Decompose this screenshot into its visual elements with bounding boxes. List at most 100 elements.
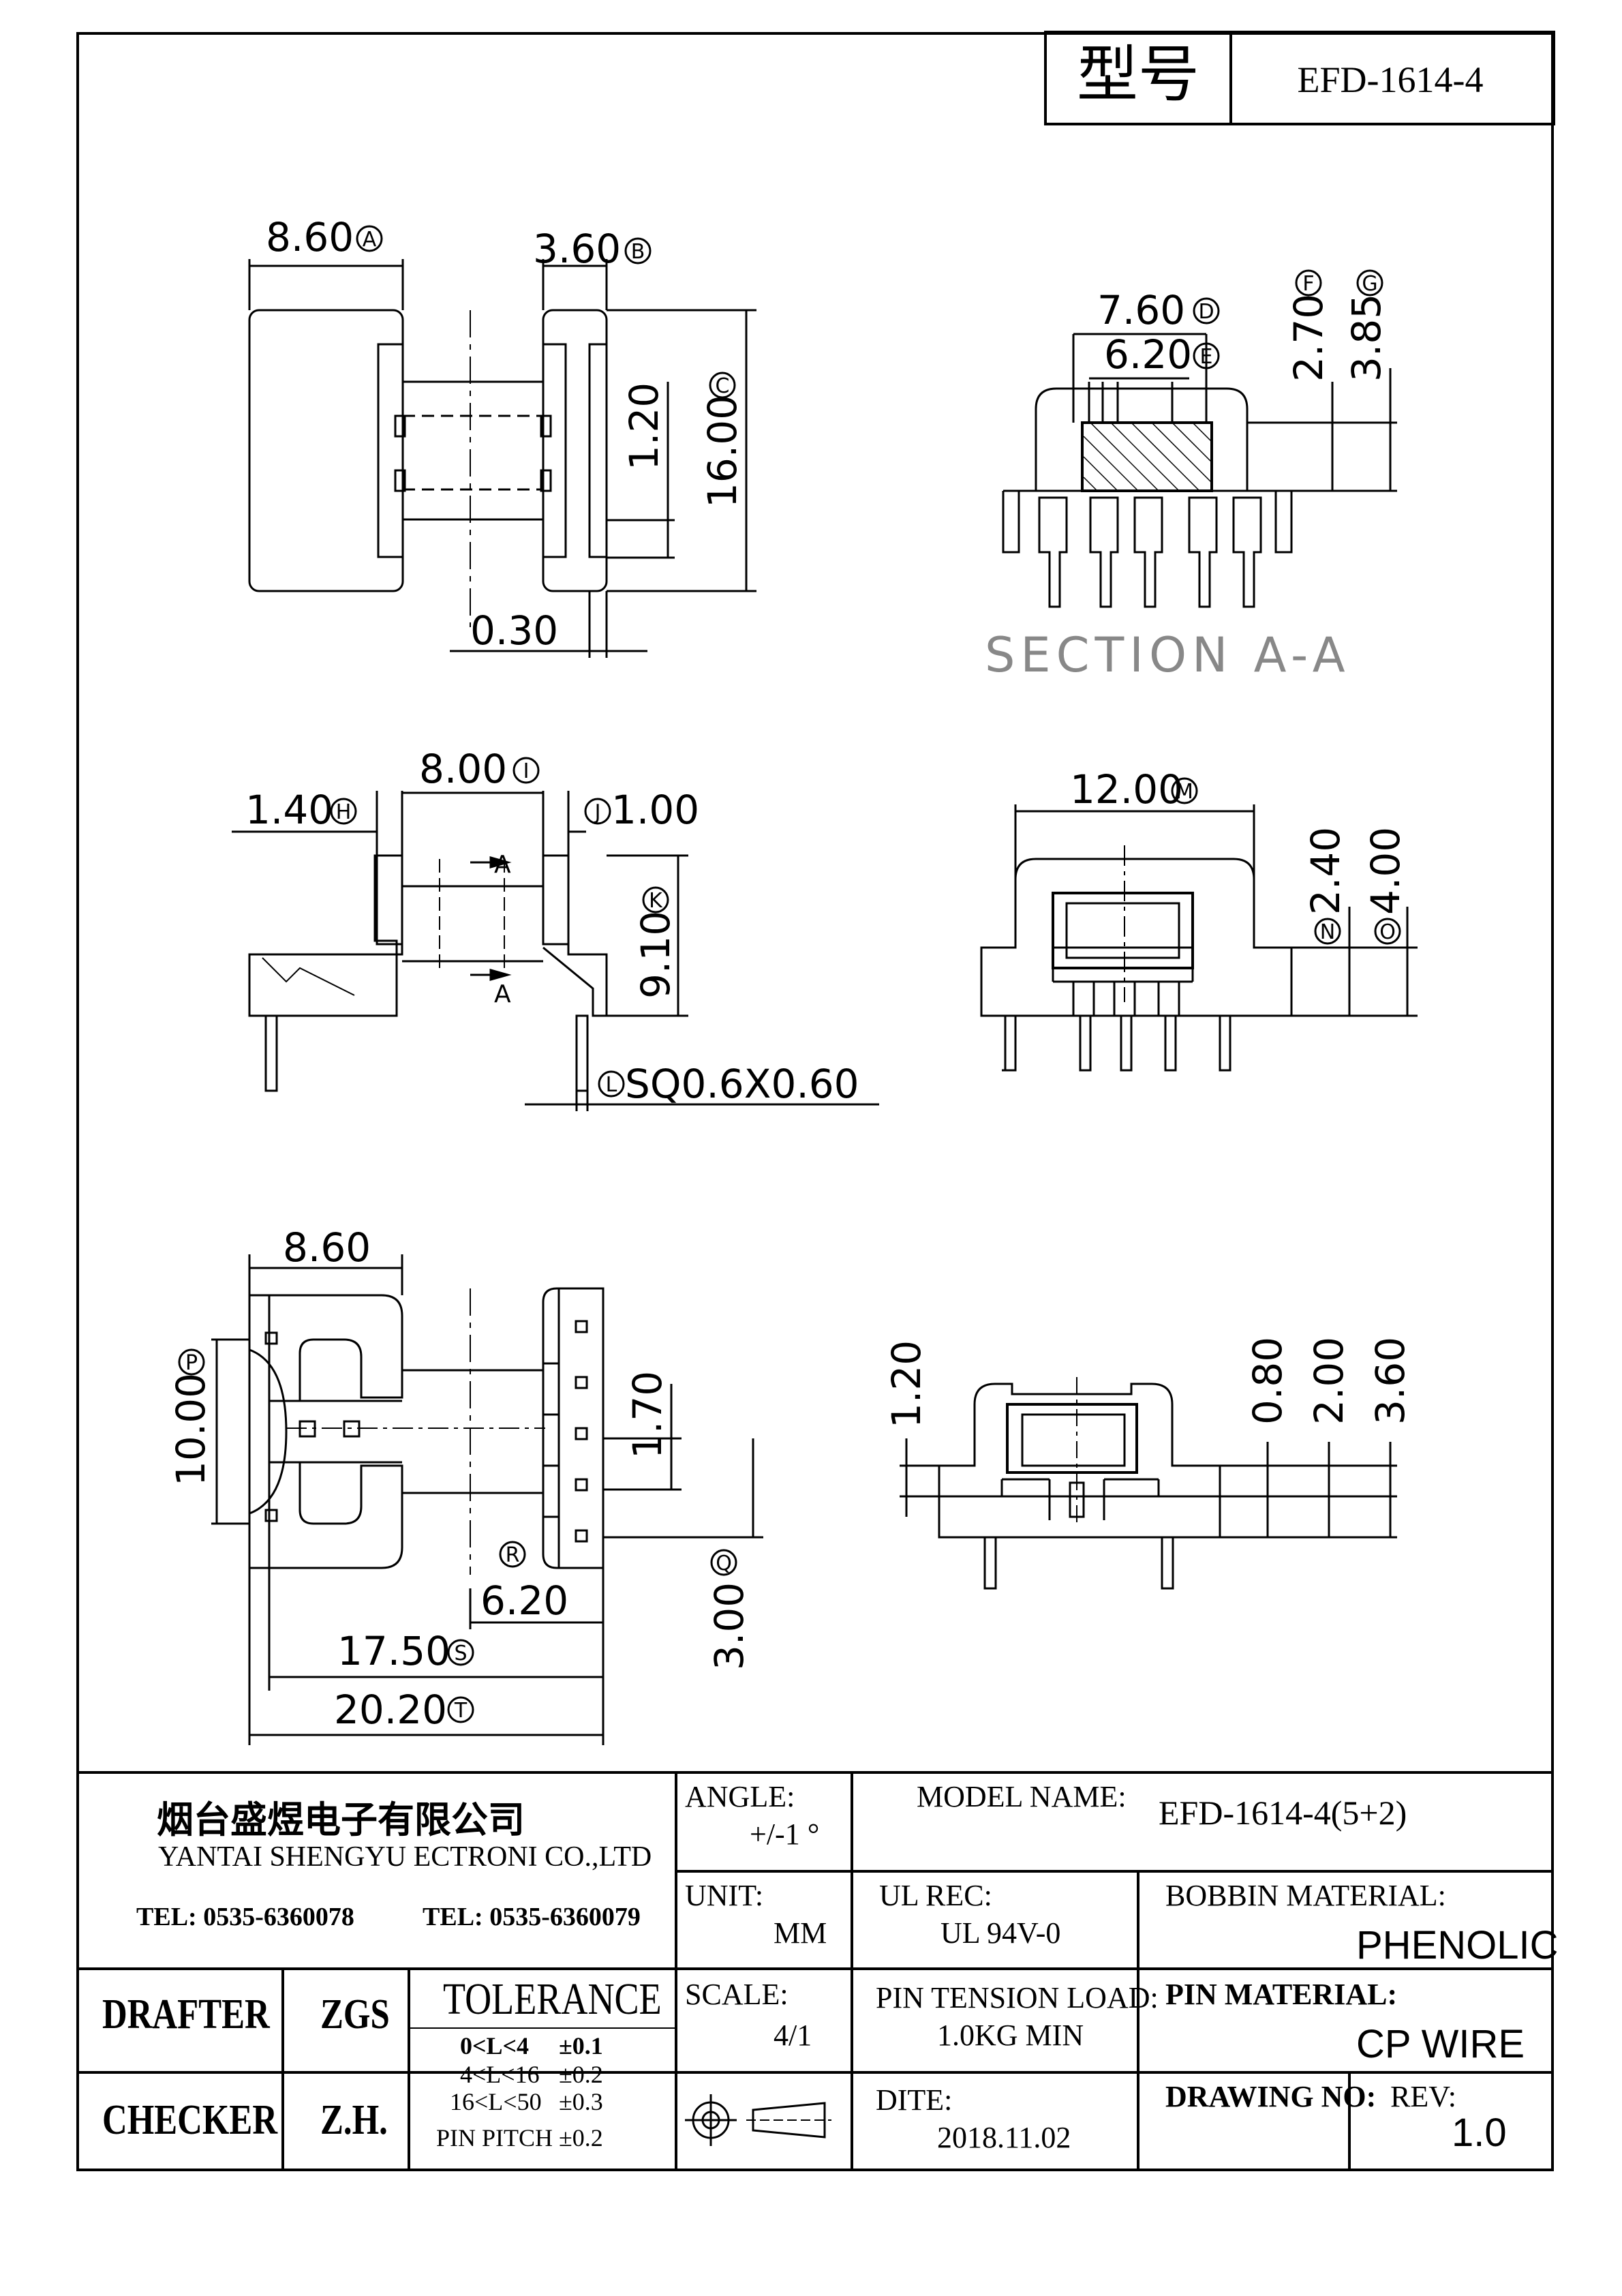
dim-4-00: 4.00 xyxy=(1362,827,1409,915)
dim-sq: SQ0.6X0.60 xyxy=(625,1061,859,1107)
dim-9-10: 9.10 xyxy=(632,911,679,999)
unit-label: UNIT: xyxy=(685,1879,764,1912)
view-bottom-right: 1.20 0.80 2.00 3.60 xyxy=(883,1337,1413,1590)
tol-range-2: 4<L<16 xyxy=(460,2061,540,2088)
dim-3-60-br: 3.60 xyxy=(1367,1337,1413,1425)
dim-2-70: 2.70 xyxy=(1285,294,1332,382)
checker-value: Z.H. xyxy=(320,2097,388,2143)
dim-0-80: 0.80 xyxy=(1244,1337,1291,1425)
dim-8-00: 8.00 xyxy=(419,746,507,792)
pin-tension-label: PIN TENSION LOAD: xyxy=(876,1981,1159,2014)
pin-pitch: PIN PITCH ±0.2 xyxy=(436,2124,603,2151)
dim-2-40: 2.40 xyxy=(1302,827,1349,915)
angle-value: +/-1 ° xyxy=(750,1817,820,1851)
dim-10-00: 10.00 xyxy=(168,1373,214,1486)
company-name-en: YANTAI SHENGYU ECTRONI CO.,LTD xyxy=(158,1841,652,1873)
dim-1-40: 1.40 xyxy=(245,787,333,833)
scale-label: SCALE: xyxy=(685,1978,789,2011)
tol-value-2: ±0.2 xyxy=(559,2061,603,2088)
section-arrow-a-bottom: A xyxy=(494,980,511,1008)
view-mid-right: 12.00 M N 2.40 O 4.00 xyxy=(980,766,1418,1072)
callout-c: C xyxy=(716,374,730,398)
dim-3-85: 3.85 xyxy=(1343,294,1390,382)
tolerance-title: TOLERANCE xyxy=(443,1974,662,2024)
rev-label: REV: xyxy=(1390,2080,1456,2113)
model-name-value: EFD-1614-4(5+2) xyxy=(1159,1794,1407,1832)
dim-17-50: 17.50 xyxy=(337,1628,450,1674)
callout-i: I xyxy=(523,759,530,783)
dim-6-20-bottom: 6.20 xyxy=(480,1577,568,1624)
callout-n: N xyxy=(1320,920,1335,944)
view-top-left: 8.60 A 3.60 B 16.00 C 1.20 0.30 xyxy=(248,214,756,658)
callout-m: M xyxy=(1176,780,1193,804)
tol-range-1: 0<L<4 xyxy=(460,2032,530,2059)
callout-o: O xyxy=(1379,920,1396,944)
callout-j: J xyxy=(594,800,601,824)
pin-material-label: PIN MATERIAL: xyxy=(1165,1978,1398,2011)
callout-t: T xyxy=(454,1699,468,1723)
callout-l: L xyxy=(606,1073,617,1097)
unit-value: MM xyxy=(774,1916,827,1950)
ul-value: UL 94V-0 xyxy=(940,1916,1061,1950)
ul-label: UL REC: xyxy=(879,1879,992,1912)
front-pins xyxy=(1002,980,1231,1072)
callout-s: S xyxy=(454,1642,467,1665)
bobbin-material-label: BOBBIN MATERIAL: xyxy=(1165,1879,1446,1912)
dim-1-20: 1.20 xyxy=(621,382,667,470)
header-block: 型号 EFD-1614-4 xyxy=(1044,31,1555,125)
drawing-frame xyxy=(76,32,1554,2171)
tel-1: TEL: 0535-6360078 xyxy=(136,1903,354,1931)
drafter-label: DRAFTER xyxy=(102,1991,270,2038)
callout-r: R xyxy=(506,1543,520,1567)
tol-range-3: 16<L<50 xyxy=(450,2088,542,2115)
dim-3-00: 3.00 xyxy=(706,1582,752,1670)
callout-g: G xyxy=(1362,272,1377,296)
dim-6-20: 6.20 xyxy=(1104,331,1192,378)
tol-value-3: ±0.3 xyxy=(559,2088,603,2115)
type-label: 型号 xyxy=(1077,39,1199,110)
drafter-value: ZGS xyxy=(320,1991,390,2038)
drawing-no-label: DRAWING NO: xyxy=(1165,2080,1377,2113)
callout-h: H xyxy=(336,800,352,824)
callout-d: D xyxy=(1198,300,1214,324)
dim-8-60-bottom: 8.60 xyxy=(283,1224,371,1271)
view-section-aa: 7.60 D 6.20 E 2.70 F 3.85 G SECTION A-A xyxy=(985,269,1397,683)
section-caption: SECTION A-A xyxy=(985,627,1351,683)
dim-16-00: 16.00 xyxy=(699,395,746,508)
callout-a: A xyxy=(363,228,377,252)
model-name-label: MODEL NAME: xyxy=(917,1780,1127,1813)
tol-value-1: ±0.1 xyxy=(559,2032,603,2059)
scale-value: 4/1 xyxy=(774,2019,812,2052)
model-number: EFD-1614-4 xyxy=(1298,59,1484,100)
dim-20-20: 20.20 xyxy=(334,1687,447,1733)
view-bottom-left: 8.60 P 10.00 1.70 R 6.20 Q 3.00 17.50 S … xyxy=(168,1224,763,1745)
section-arrow-a-top: A xyxy=(494,851,511,879)
callout-b: B xyxy=(631,240,645,264)
dim-1-70: 1.70 xyxy=(624,1371,671,1459)
section-pins xyxy=(1038,496,1262,608)
dim-3-60: 3.60 xyxy=(533,226,621,272)
company-name-cn: 烟台盛煜电子有限公司 xyxy=(157,1798,525,1841)
bobbin-material-value: PHENOLIC xyxy=(1356,1923,1559,1967)
pin-material-value: CP WIRE xyxy=(1356,2022,1525,2066)
callout-k: K xyxy=(649,889,663,913)
angle-label: ANGLE: xyxy=(685,1780,795,1813)
dim-8-60: 8.60 xyxy=(266,214,354,260)
date-value: 2018.11.02 xyxy=(937,2121,1071,2154)
callout-e: E xyxy=(1200,345,1213,369)
callout-p: P xyxy=(185,1351,198,1375)
date-label: DITE: xyxy=(876,2083,953,2117)
dim-7-60: 7.60 xyxy=(1097,287,1185,333)
dim-0-30: 0.30 xyxy=(470,607,558,654)
projection-symbol xyxy=(685,2094,831,2146)
title-block-grid xyxy=(76,1771,1554,2171)
checker-label: CHECKER xyxy=(102,2097,278,2143)
pin-squares xyxy=(575,1320,588,1543)
pin-tension-value: 1.0KG MIN xyxy=(937,2019,1084,2052)
view-mid-left: A A 8.00 I 1.40 H J 1.00 9.10 K L SQ0.6X… xyxy=(232,746,879,1111)
dim-1-00: 1.00 xyxy=(611,787,699,833)
callout-f: F xyxy=(1302,272,1314,296)
rev-value: 1.0 xyxy=(1452,2111,1507,2155)
dim-1-20-br: 1.20 xyxy=(883,1340,930,1428)
